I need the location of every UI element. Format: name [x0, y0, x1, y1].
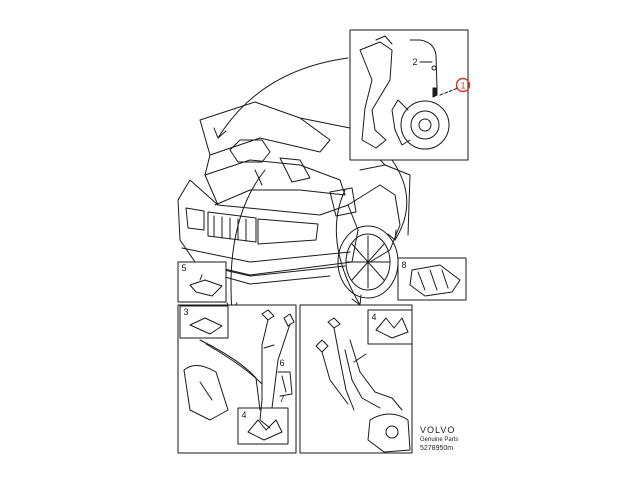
callout-8[interactable]: 8 — [401, 260, 406, 270]
callout-3[interactable]: 3 — [183, 307, 188, 317]
callout-6[interactable]: 6 — [279, 358, 284, 368]
bracket-detail-panel-8 — [397, 257, 467, 301]
brand-subtitle: Genuine Parts — [420, 437, 459, 443]
callout-4-right[interactable]: 4 — [371, 312, 376, 322]
leader-arrow — [263, 344, 275, 349]
callout-1[interactable]: 1 — [460, 81, 465, 91]
callout-7[interactable]: 7 — [279, 394, 284, 404]
clip-detail-panel-5 — [177, 261, 227, 303]
brand-block: VOLVO Genuine Parts 5278950m — [420, 425, 459, 453]
pointer-arrows — [213, 57, 408, 313]
callout-2[interactable]: 2 — [412, 57, 417, 67]
diagram-reference: 5278950m — [420, 445, 454, 452]
hub-detail-panel — [349, 29, 469, 161]
brand-logo-text: VOLVO — [420, 425, 456, 435]
callout-4-left[interactable]: 4 — [241, 410, 246, 420]
callout-1-highlight[interactable] — [455, 77, 471, 93]
lower-middle-detail-panel — [299, 304, 413, 454]
callout-5[interactable]: 5 — [181, 263, 186, 273]
lower-left-detail-panel — [177, 304, 297, 454]
leader-arrow — [353, 353, 367, 363]
